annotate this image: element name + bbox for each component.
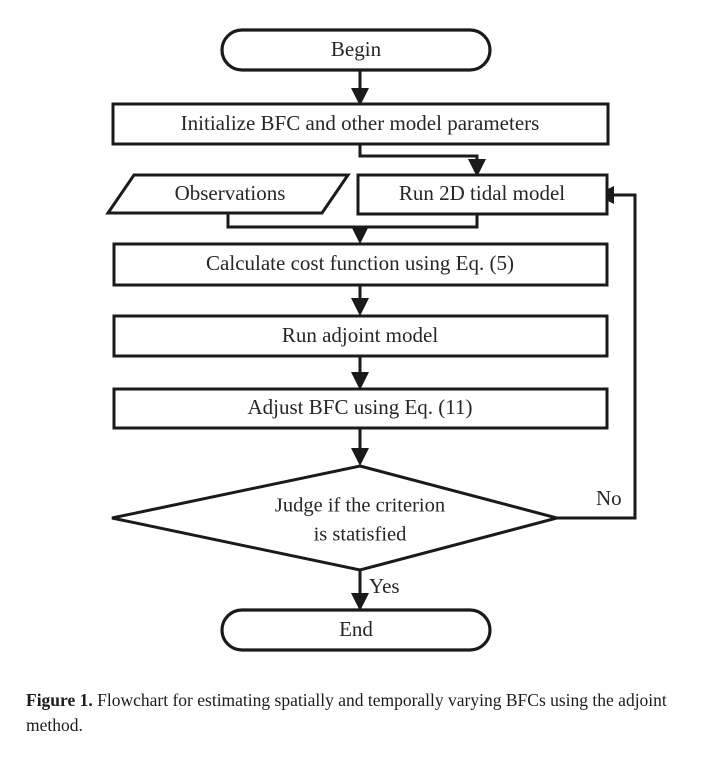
node-calculate-cost-function[interactable]: Calculate cost function using Eq. (5) [112, 242, 609, 287]
node-initialize[interactable]: Initialize BFC and other model parameter… [111, 102, 610, 146]
node-calculate-cost-function-label: Calculate cost function using Eq. (5) [206, 251, 514, 275]
node-run-2d-tidal-model-label: Run 2D tidal model [399, 181, 565, 205]
edge-adjust-to-judge [351, 428, 369, 466]
node-judge-criterion[interactable]: Judge if the criterion is statisfied [111, 464, 563, 572]
node-run-2d-tidal-model[interactable]: Run 2D tidal model [356, 173, 609, 216]
node-run-adjoint-model[interactable]: Run adjoint model [112, 314, 609, 358]
edge-label-yes: Yes [369, 574, 400, 598]
figure-caption-text: Flowchart for estimating spatially and t… [26, 690, 667, 735]
node-judge-criterion-label-line2: is statisfied [314, 524, 407, 546]
flowchart-canvas: Begin Initialize BFC and other model par… [105, 28, 637, 652]
node-adjust-bfc[interactable]: Adjust BFC using Eq. (11) [112, 387, 609, 430]
edge-begin-to-initialize [351, 70, 369, 106]
edge-merge-to-cost [226, 213, 479, 244]
node-begin[interactable]: Begin [220, 28, 492, 72]
node-judge-criterion-label-line1: Judge if the criterion [275, 495, 445, 517]
figure-caption: Figure 1. Flowchart for estimating spati… [26, 688, 686, 738]
node-observations[interactable]: Observations [105, 173, 351, 215]
node-end[interactable]: End [220, 608, 492, 652]
node-run-adjoint-model-label: Run adjoint model [282, 323, 438, 347]
edge-initialize-to-run2d [358, 143, 486, 177]
edge-cost-to-adjoint [351, 285, 369, 316]
node-adjust-bfc-label: Adjust BFC using Eq. (11) [248, 395, 473, 419]
edge-adjoint-to-adjust [351, 356, 369, 390]
node-end-label: End [339, 617, 373, 641]
node-initialize-label: Initialize BFC and other model parameter… [181, 111, 540, 135]
edge-judge-yes-to-end [351, 570, 369, 611]
figure-caption-label: Figure 1. [26, 690, 93, 710]
node-observations-label: Observations [175, 181, 286, 205]
edge-label-no: No [596, 486, 622, 510]
node-begin-label: Begin [331, 37, 382, 61]
